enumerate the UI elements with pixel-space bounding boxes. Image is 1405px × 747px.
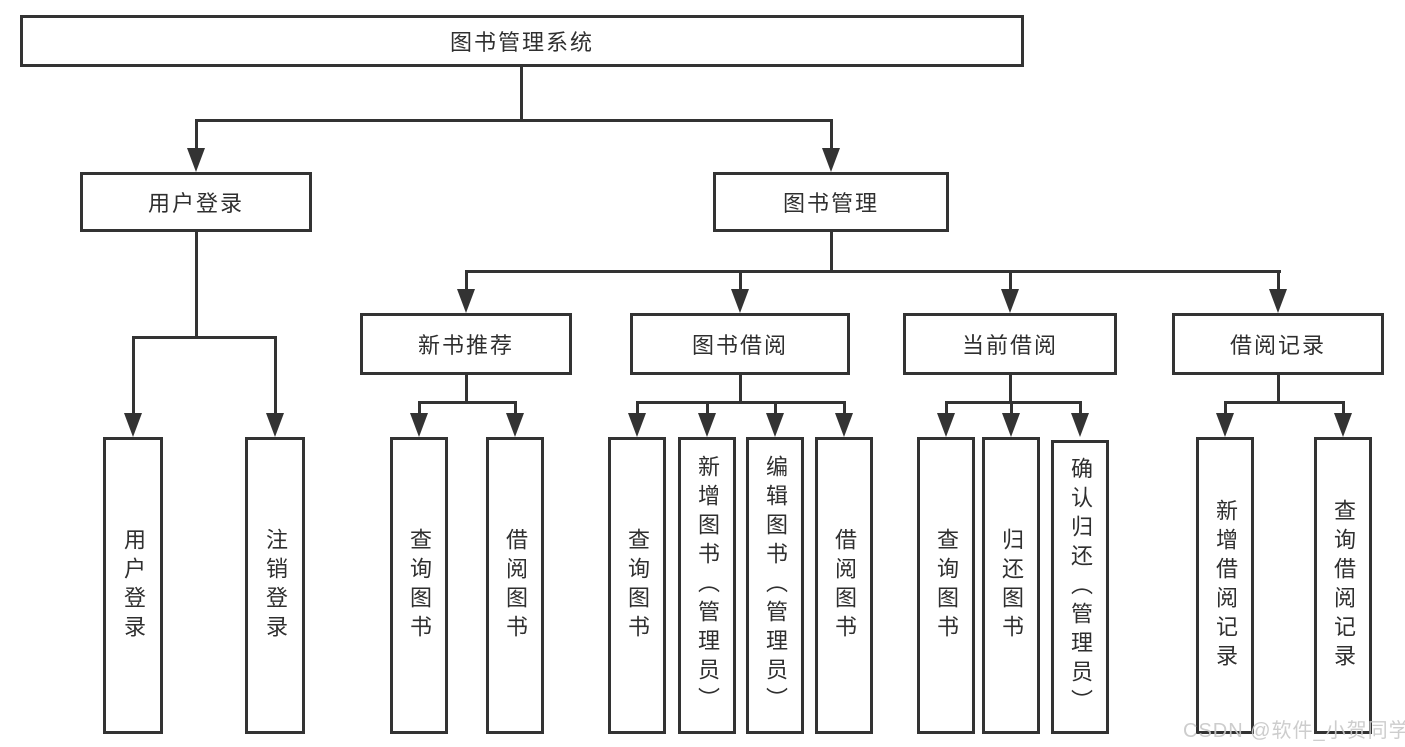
connector-line <box>1277 375 1280 403</box>
leaf-label: 借阅图书 <box>503 527 528 644</box>
node-label: 当前借阅 <box>961 333 1058 358</box>
leaf-confirm-return-admin: 确认归还（管理员） <box>1051 440 1109 734</box>
leaf-label: 新增图书（管理员） <box>695 455 720 716</box>
leaf-user-login: 用户登录 <box>103 437 163 734</box>
connector-line <box>195 232 198 338</box>
node-label: 图书借阅 <box>691 333 788 358</box>
connector-line <box>1224 401 1345 404</box>
leaf-query-books-current: 查询图书 <box>917 437 975 734</box>
leaf-add-borrow-record: 新增借阅记录 <box>1196 437 1254 734</box>
connector-line <box>195 119 198 152</box>
leaf-label: 借阅图书 <box>832 527 857 644</box>
connector-line <box>520 67 523 121</box>
leaf-borrow-books-borrowing: 借阅图书 <box>815 437 873 734</box>
node-label: 用户登录 <box>147 191 244 216</box>
arrow-down-icon <box>766 413 784 437</box>
leaf-label: 注销登录 <box>263 527 288 644</box>
connector-line <box>830 119 833 152</box>
arrow-down-icon <box>835 413 853 437</box>
node-new-book-recommendation: 新书推荐 <box>360 313 572 375</box>
leaf-logout: 注销登录 <box>245 437 305 734</box>
node-current-borrowing: 当前借阅 <box>903 313 1117 375</box>
leaf-label: 用户登录 <box>121 527 146 644</box>
arrow-down-icon <box>698 413 716 437</box>
arrow-down-icon <box>410 413 428 437</box>
node-label: 借阅记录 <box>1229 333 1326 358</box>
connector-line <box>1009 270 1012 291</box>
connector-line <box>945 401 948 415</box>
connector-line <box>418 401 517 404</box>
leaf-add-book-admin: 新增图书（管理员） <box>678 437 736 734</box>
leaf-label: 查询图书 <box>407 527 432 644</box>
connector-line <box>465 270 468 291</box>
connector-line <box>274 336 277 415</box>
leaf-query-books-borrowing: 查询图书 <box>608 437 666 734</box>
leaf-borrow-books-recommend: 借阅图书 <box>486 437 544 734</box>
arrow-down-icon <box>731 289 749 313</box>
node-label: 图书管理 <box>782 191 879 216</box>
connector-line <box>418 401 421 415</box>
connector-line <box>1009 375 1012 403</box>
node-library-management-system: 图书管理系统 <box>20 15 1024 67</box>
connector-line <box>1010 401 1013 415</box>
leaf-query-borrow-record: 查询借阅记录 <box>1314 437 1372 734</box>
leaf-edit-book-admin: 编辑图书（管理员） <box>746 437 804 734</box>
arrow-down-icon <box>1001 289 1019 313</box>
arrow-down-icon <box>124 413 142 437</box>
arrow-down-icon <box>1216 413 1234 437</box>
connector-line <box>132 336 135 415</box>
arrow-down-icon <box>1334 413 1352 437</box>
connector-line <box>465 270 1281 273</box>
connector-line <box>1277 270 1280 291</box>
connector-line <box>706 401 709 415</box>
node-user-login: 用户登录 <box>80 172 312 232</box>
node-book-management: 图书管理 <box>713 172 949 232</box>
connector-line <box>739 270 742 291</box>
leaf-query-books-recommend: 查询图书 <box>390 437 448 734</box>
leaf-label: 归还图书 <box>999 527 1024 644</box>
connector-line <box>132 336 277 339</box>
arrow-down-icon <box>1269 289 1287 313</box>
arrow-down-icon <box>628 413 646 437</box>
connector-line <box>1079 401 1082 415</box>
leaf-label: 查询借阅记录 <box>1331 498 1356 673</box>
leaf-label: 新增借阅记录 <box>1213 498 1238 673</box>
connector-line <box>830 232 833 272</box>
arrow-down-icon <box>1071 413 1089 437</box>
arrow-down-icon <box>937 413 955 437</box>
leaf-label: 查询图书 <box>934 527 959 644</box>
connector-line <box>465 375 468 403</box>
connector-line <box>1224 401 1227 415</box>
connector-line <box>636 401 845 404</box>
node-label: 图书管理系统 <box>449 30 594 55</box>
connector-line <box>514 401 517 415</box>
node-label: 新书推荐 <box>417 333 514 358</box>
node-borrowing-records: 借阅记录 <box>1172 313 1384 375</box>
connector-line <box>739 375 742 403</box>
arrow-down-icon <box>506 413 524 437</box>
arrow-down-icon <box>822 148 840 172</box>
watermark: CSDN @软件_小贺同学 <box>1183 720 1405 742</box>
leaf-label: 编辑图书（管理员） <box>763 455 788 716</box>
leaf-return-books: 归还图书 <box>982 437 1040 734</box>
node-book-borrowing: 图书借阅 <box>630 313 850 375</box>
connector-line <box>1342 401 1345 415</box>
arrow-down-icon <box>1002 413 1020 437</box>
leaf-label: 确认归还（管理员） <box>1068 456 1093 718</box>
connector-line <box>945 401 1082 404</box>
arrow-down-icon <box>266 413 284 437</box>
connector-line <box>843 401 846 415</box>
arrow-down-icon <box>457 289 475 313</box>
arrow-down-icon <box>187 148 205 172</box>
leaf-label: 查询图书 <box>625 527 650 644</box>
connector-line <box>774 401 777 415</box>
connector-line <box>195 119 833 122</box>
connector-line <box>636 401 639 415</box>
